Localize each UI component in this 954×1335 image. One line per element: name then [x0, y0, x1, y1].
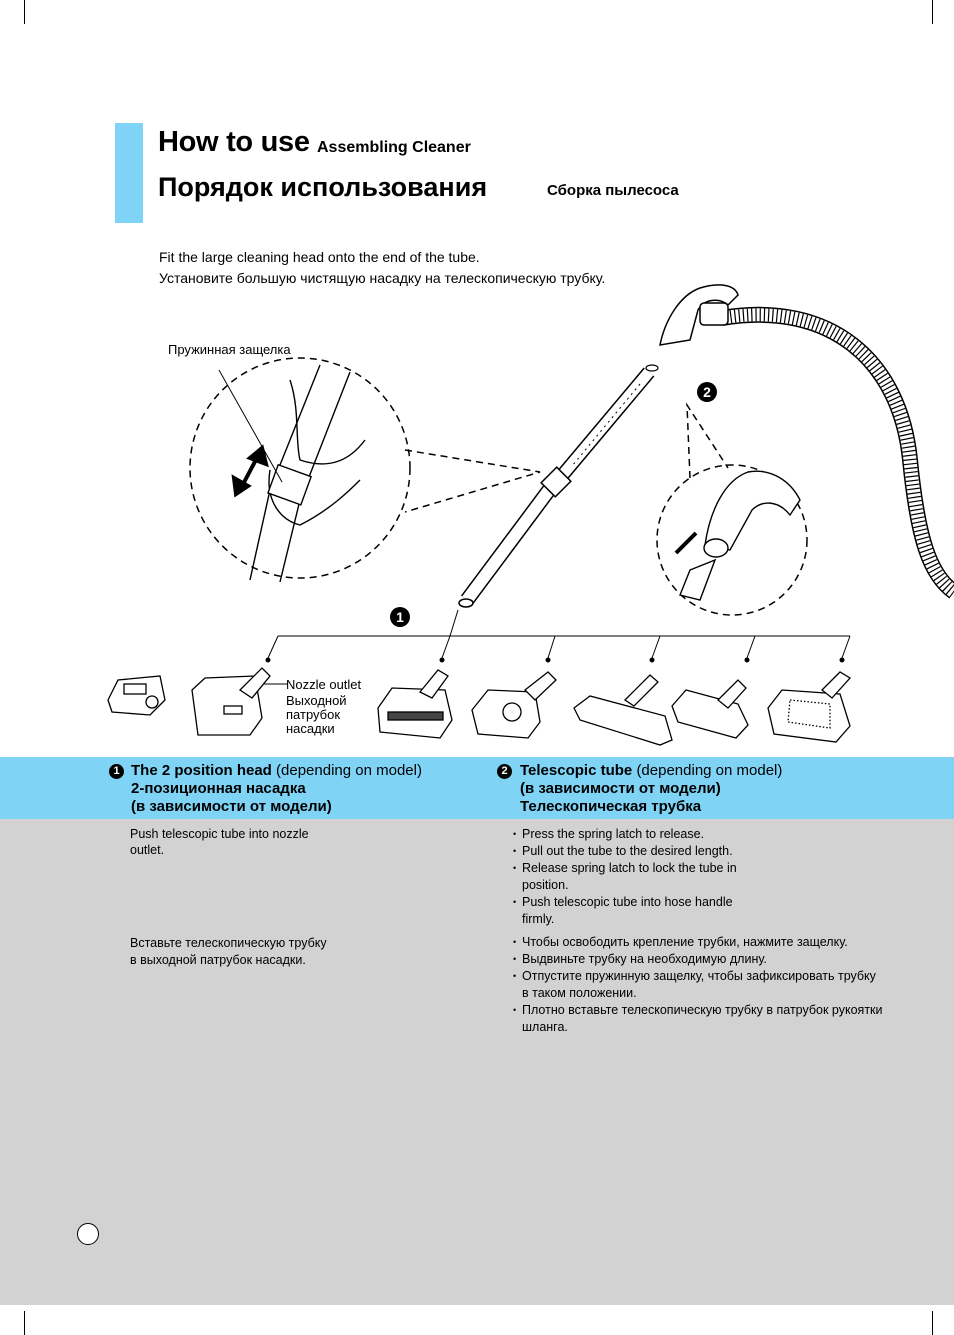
section-2-title-en-main: Telescopic tube — [520, 762, 633, 779]
crop-mark-top-left — [24, 0, 25, 24]
section-1-number: 1 — [109, 764, 124, 779]
page-number-circle — [77, 1223, 99, 1245]
arrow-double-2 — [674, 531, 698, 555]
section-1-text-ru-line-1: Вставьте телескопическую трубку — [130, 936, 327, 950]
crop-mark-top-right — [932, 0, 933, 24]
section-header-band — [0, 757, 954, 819]
crop-mark-bottom-left — [24, 1311, 25, 1335]
section-2-bullets-ru: Чтобы освободить крепление трубки, нажми… — [513, 934, 883, 1036]
hose-handle — [659, 284, 739, 346]
nozzle-outlet-label-en: Nozzle outlet — [286, 677, 362, 692]
section-2-title-ru-1: (в зависимости от модели) — [520, 780, 721, 797]
section-1-title-en-main: The 2 position head — [131, 762, 272, 779]
page-subtitle-ru: Сборка пылесоса — [547, 182, 679, 199]
callout-number-2: 2 — [703, 384, 711, 400]
section-1-text-en-line-2: outlet. — [130, 843, 165, 857]
section-1-title-en-note: (depending on model) — [276, 762, 422, 779]
section-1-title-ru-1: 2-позиционная насадка — [131, 780, 306, 797]
list-item: Push telescopic tube into hose handle fi… — [513, 894, 763, 928]
intro-text-en: Fit the large cleaning head onto the end… — [159, 249, 480, 265]
section-1-title-en: The 2 position head (depending on model) — [131, 762, 422, 780]
list-item: Отпустите пружинную защелку, чтобы зафик… — [513, 968, 883, 1002]
section-1-title-ru-2: (в зависимости от модели) — [131, 798, 332, 815]
list-item: Release spring latch to lock the tube in… — [513, 860, 763, 894]
intro-text-ru: Установите большую чистящую насадку на т… — [159, 270, 606, 286]
list-item: Pull out the tube to the desired length. — [513, 843, 763, 860]
section-2-title-ru-2: Телескопическая трубка — [520, 798, 702, 815]
section-2-bullets-en: Press the spring latch to release. Pull … — [513, 826, 763, 928]
section-1-text-ru: Вставьте телескопическую трубку в выходн… — [130, 935, 327, 969]
zoom-circle-latch — [189, 357, 411, 579]
telescopic-tube — [458, 364, 659, 608]
section-2-title-en: Telescopic tube (depending on model) — [520, 762, 782, 780]
nozzle-leader-lines — [262, 609, 851, 685]
hose — [720, 306, 954, 599]
section-1-text-en: Push telescopic tube into nozzle outlet. — [130, 826, 309, 858]
hands-drawing — [218, 364, 366, 583]
callout-number-1: 1 — [396, 609, 404, 625]
list-item: Плотно вставьте телескопическую трубку в… — [513, 1002, 883, 1036]
page-subtitle-en: Assembling Cleaner — [317, 139, 471, 156]
nozzle-set — [107, 667, 852, 746]
arrow-double — [231, 444, 269, 498]
section-2-title-en-note: (depending on model) — [636, 762, 783, 779]
zoom-circle-handle — [656, 464, 808, 616]
spring-latch-label: Пружинная защелка — [168, 342, 291, 357]
section-1-text-ru-line-2: в выходной патрубок насадки. — [130, 953, 306, 967]
assembly-illustration: 1 2 — [107, 284, 954, 746]
nozzle-outlet-label-ru-1: Выходной — [286, 693, 347, 708]
section-2-number: 2 — [497, 764, 512, 779]
list-item: Выдвиньте трубку на необходимую длину. — [513, 951, 883, 968]
page-title-ru: Порядок использования — [158, 172, 488, 202]
header-accent-bar — [115, 123, 143, 223]
nozzle-outlet-label-ru-2: патрубок — [286, 707, 341, 722]
crop-mark-bottom-right — [932, 1311, 933, 1335]
section-1-text-en-line-1: Push telescopic tube into nozzle — [130, 827, 309, 841]
instructions-panel — [0, 819, 954, 1305]
list-item: Чтобы освободить крепление трубки, нажми… — [513, 934, 883, 951]
list-item: Press the spring latch to release. — [513, 826, 763, 843]
page-title-en: How to use — [158, 126, 310, 158]
nozzle-outlet-label-ru-3: насадки — [286, 721, 335, 736]
